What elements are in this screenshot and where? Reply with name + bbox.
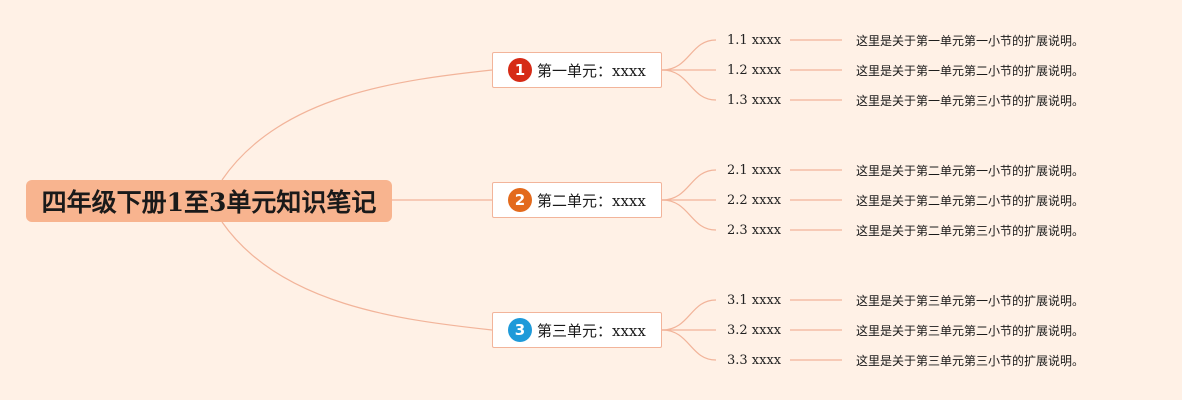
unit-number-badge: 1 [508, 58, 532, 82]
section-note-1-2[interactable]: 这里是关于第一单元第二小节的扩展说明。 [856, 64, 1085, 78]
section-note-2-3[interactable]: 这里是关于第二单元第三小节的扩展说明。 [856, 224, 1085, 238]
section-note-2-1[interactable]: 这里是关于第二单元第一小节的扩展说明。 [856, 164, 1085, 178]
connector-unit-1-section-1 [661, 39, 717, 71]
connector-root-unit-1 [221, 69, 493, 181]
unit-topic-label: 第三单元：xxxx [537, 321, 646, 340]
root-topic[interactable]: 四年级下册1至3单元知识笔记 [26, 180, 392, 222]
section-note-3-3[interactable]: 这里是关于第三单元第三小节的扩展说明。 [856, 354, 1085, 368]
connector-unit-2-section-3 [661, 199, 717, 231]
section-note-1-1[interactable]: 这里是关于第一单元第一小节的扩展说明。 [856, 34, 1085, 48]
connector-unit-3-section-1 [661, 299, 717, 331]
unit-topic-2[interactable]: 2 第二单元：xxxx [492, 182, 662, 218]
connector-unit-1-section-3 [661, 69, 717, 101]
connector-unit-2-section-1 [661, 169, 717, 201]
section-note-3-2[interactable]: 这里是关于第三单元第二小节的扩展说明。 [856, 324, 1085, 338]
unit-topic-3[interactable]: 3 第三单元：xxxx [492, 312, 662, 348]
section-topic-2-3[interactable]: 2.3 xxxx [727, 223, 782, 238]
section-note-1-3[interactable]: 这里是关于第一单元第三小节的扩展说明。 [856, 94, 1085, 108]
section-topic-3-1[interactable]: 3.1 xxxx [727, 293, 782, 308]
section-note-2-2[interactable]: 这里是关于第二单元第二小节的扩展说明。 [856, 194, 1085, 208]
unit-number-badge: 2 [508, 188, 532, 212]
connector-unit-3-section-3 [661, 329, 717, 361]
connector-root-unit-3 [221, 221, 493, 331]
unit-topic-label: 第二单元：xxxx [537, 191, 646, 210]
section-topic-3-2[interactable]: 3.2 xxxx [727, 323, 782, 338]
root-topic-title: 四年级下册1至3单元知识笔记 [41, 188, 377, 217]
section-topic-1-3[interactable]: 1.3 xxxx [727, 93, 782, 108]
unit-topic-label: 第一单元：xxxx [537, 61, 646, 80]
section-topic-1-2[interactable]: 1.2 xxxx [727, 63, 782, 78]
unit-number-badge: 3 [508, 318, 532, 342]
section-topic-3-3[interactable]: 3.3 xxxx [727, 353, 782, 368]
section-topic-2-1[interactable]: 2.1 xxxx [727, 163, 782, 178]
unit-topic-1[interactable]: 1 第一单元：xxxx [492, 52, 662, 88]
section-topic-2-2[interactable]: 2.2 xxxx [727, 193, 782, 208]
section-topic-1-1[interactable]: 1.1 xxxx [727, 33, 782, 48]
section-note-3-1[interactable]: 这里是关于第三单元第一小节的扩展说明。 [856, 294, 1085, 308]
